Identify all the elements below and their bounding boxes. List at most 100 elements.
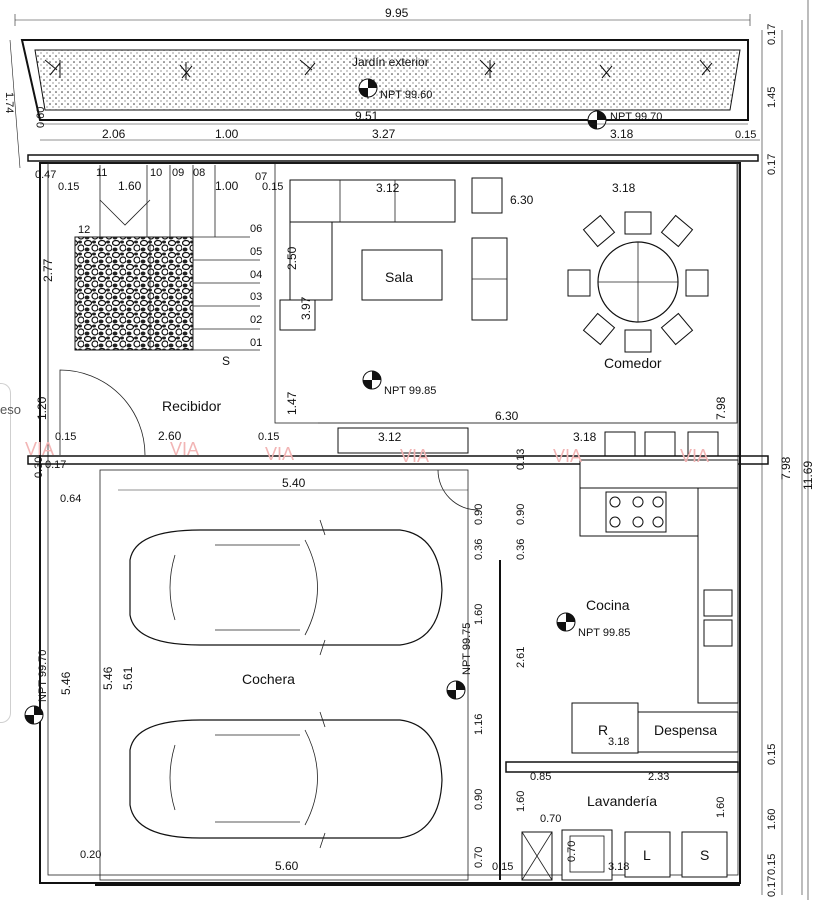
level-cocina: NPT 99.85 [578, 627, 630, 639]
dim-100-stair: 1.00 [215, 179, 239, 193]
stair-04: 04 [250, 269, 262, 281]
dim-015-stair: 0.15 [58, 181, 79, 193]
dim-312-mid: 3.12 [378, 430, 402, 444]
dim-318-comedor: 3.18 [612, 181, 636, 195]
dim-036-b: 0.36 [515, 539, 527, 560]
dim-160-a: 1.60 [473, 604, 485, 625]
dim-017-sep: 0.17 [45, 459, 66, 471]
room-cocina: Cocina [586, 597, 630, 613]
stair-01: 01 [250, 337, 262, 349]
dim-r-017c: 0.17 [766, 876, 778, 897]
dim-261: 2.61 [515, 647, 527, 668]
dim-233: 2.33 [648, 771, 669, 783]
level-jardin: NPT 99.60 [380, 89, 432, 101]
dim-r-017a: 0.17 [766, 24, 778, 45]
svg-text:VIA: VIA [400, 446, 429, 466]
dim-318-mid: 3.18 [573, 430, 597, 444]
dim-540: 5.40 [282, 476, 306, 490]
room-despensa: Despensa [654, 722, 717, 738]
dim-r-017b: 0.17 [766, 154, 778, 175]
dim-090-b: 0.90 [473, 789, 485, 810]
dim-r-145: 1.45 [766, 87, 778, 108]
level-marker-sala [362, 370, 382, 390]
stair-08: 08 [193, 167, 205, 179]
dim-top-total: 9.95 [385, 6, 409, 20]
washer-label: L [643, 847, 651, 863]
dim-013: 0.13 [515, 449, 527, 470]
level-marker-cocina [556, 612, 576, 632]
svg-text:VIA: VIA [680, 446, 709, 466]
svg-text:VIA: VIA [265, 444, 294, 464]
fridge-label: R [598, 722, 608, 738]
dim-015-rec2: 0.15 [258, 431, 279, 443]
level-terraza: NPT 99.70 [610, 111, 662, 123]
dim-090-c: 0.90 [515, 504, 527, 525]
stair-05: 05 [250, 246, 262, 258]
dim-070-b: 0.70 [540, 813, 561, 825]
side-panel-text: eso [0, 402, 21, 417]
level-marker-jardin [358, 78, 378, 98]
dim-312-sala: 3.12 [376, 181, 400, 195]
room-cochera: Cochera [242, 671, 295, 687]
level-marker-cochera [446, 680, 466, 700]
svg-text:VIA: VIA [25, 439, 54, 459]
dim-277: 2.77 [41, 258, 55, 282]
room-lavanderia: Lavandería [587, 793, 657, 809]
stair-02: 02 [250, 314, 262, 326]
level-banqueta: NPT 99.70 [37, 650, 49, 702]
stair-12: 12 [78, 224, 90, 236]
garden-plants [44, 59, 713, 80]
svg-text:VIA: VIA [553, 446, 582, 466]
room-sala: Sala [385, 269, 413, 285]
dim-r-015a: 0.15 [766, 744, 778, 765]
car-top [129, 519, 443, 656]
dim-147: 1.47 [285, 391, 299, 415]
dim-546-outer: 5.46 [59, 671, 73, 695]
stair-09: 09 [172, 167, 184, 179]
dim-070-a: 0.70 [473, 847, 485, 868]
dim-630-mid: 6.30 [495, 409, 519, 423]
dim-327: 3.27 [372, 127, 396, 141]
dim-r-015b: 0.15 [766, 854, 778, 875]
level-cochera: NPT 99.75 [461, 623, 473, 675]
dim-right-798: 7.98 [779, 456, 793, 480]
level-marker-terraza [587, 110, 607, 130]
dim-630-top: 6.30 [510, 193, 534, 207]
stair-direction: S [222, 354, 230, 368]
dim-020: 0.20 [80, 849, 101, 861]
dim-036-a: 0.36 [473, 539, 485, 560]
dim-160-c: 1.60 [715, 797, 727, 818]
dim-250: 2.50 [285, 246, 299, 270]
dim-015-lav: 0.15 [492, 861, 513, 873]
dim-116: 1.16 [473, 714, 485, 735]
watermark: VIA VIA VIA VIA VIA VIA [25, 439, 709, 466]
dim-047: 0.47 [35, 169, 56, 181]
svg-text:VIA: VIA [170, 439, 199, 459]
dim-260: 2.60 [158, 429, 182, 443]
dim-064: 0.64 [60, 493, 81, 505]
dim-030: 0.30 [33, 457, 45, 478]
stair-06: 06 [250, 223, 262, 235]
dim-120: 1.20 [35, 396, 49, 420]
dim-left-174: 1.74 [3, 92, 15, 113]
dim-318-top: 3.18 [610, 127, 634, 141]
dim-546-inner: 5.46 [101, 666, 115, 690]
stair-steps [99, 165, 260, 351]
dim-015-sala: 0.15 [262, 181, 283, 193]
dim-561: 5.61 [121, 666, 135, 690]
stair-10: 10 [150, 167, 162, 179]
dining-table [567, 211, 709, 353]
dim-015-top: 0.15 [735, 129, 756, 141]
dim-560: 5.60 [275, 859, 299, 873]
dim-right-total: 11.69 [801, 461, 815, 490]
dim-100a: 1.00 [215, 127, 239, 141]
room-comedor: Comedor [604, 355, 662, 371]
stair-03: 03 [250, 291, 262, 303]
dim-206: 2.06 [102, 127, 126, 141]
room-recibidor: Recibidor [162, 398, 221, 414]
stove-burners [609, 496, 664, 528]
dim-085: 0.85 [530, 771, 551, 783]
dryer-label: S [700, 847, 709, 863]
dim-160-stair: 1.60 [118, 179, 142, 193]
